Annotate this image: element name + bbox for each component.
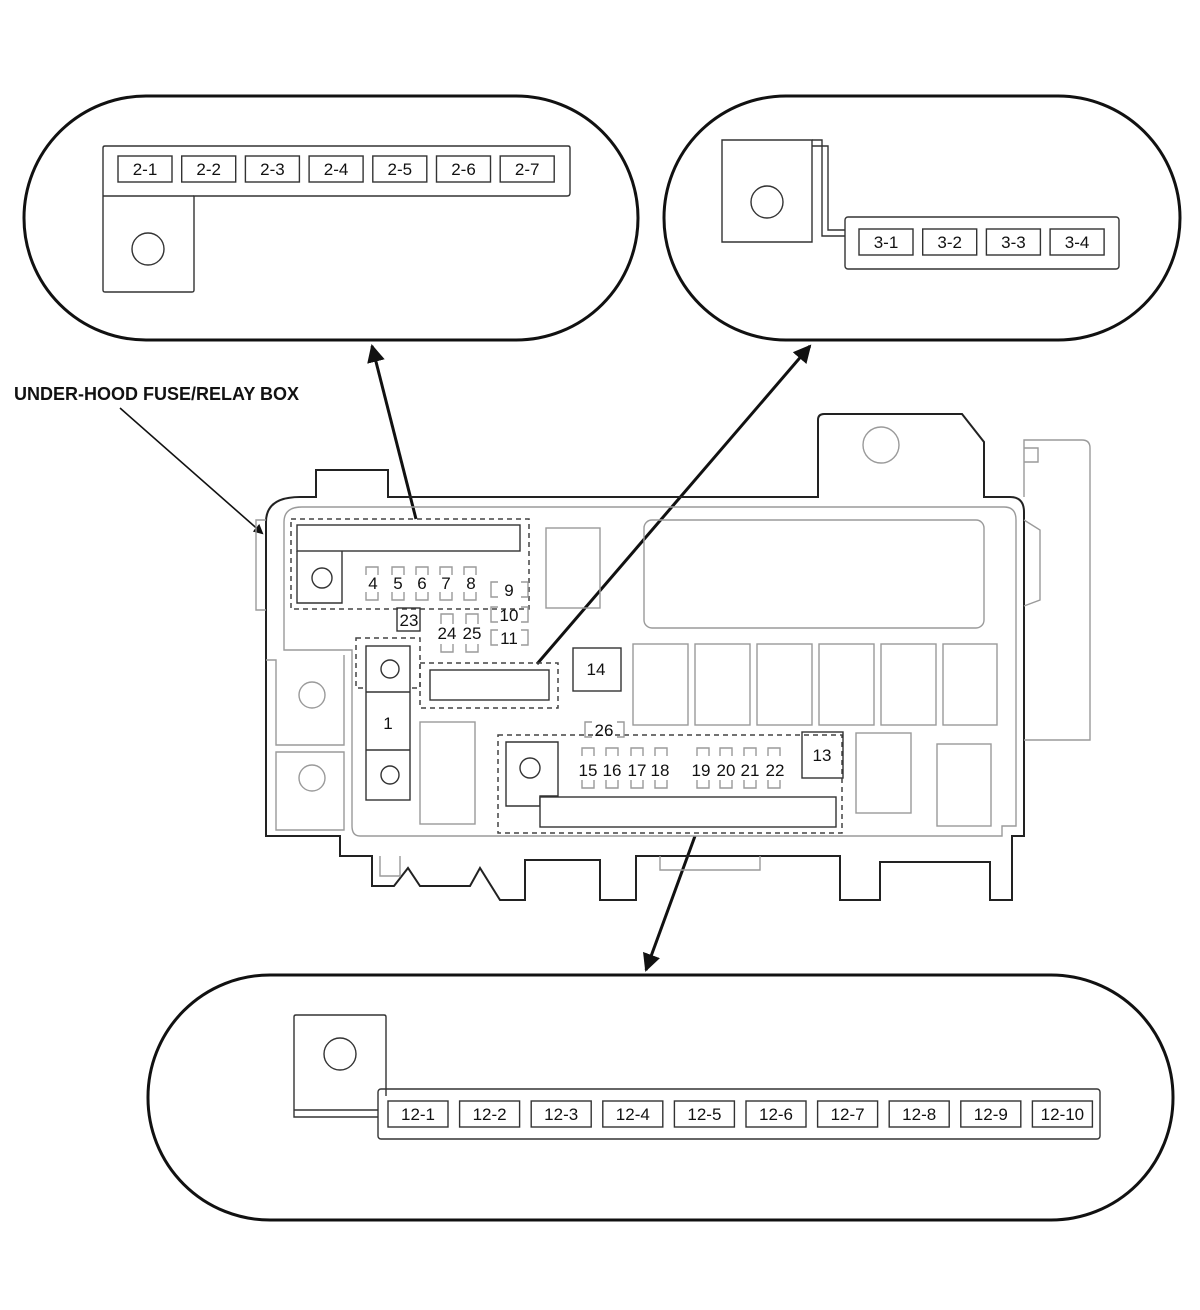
terminal-box-12-4 (602, 1100, 664, 1128)
mounting-bolt-icon (323, 1037, 357, 1071)
terminal-label-2-3: 2-3 (260, 160, 285, 179)
terminal-box-3-4 (1049, 228, 1105, 256)
detail-callout-3: 3-1 3-2 3-3 3-4 (662, 94, 1182, 342)
fuse-16-label: 16 (603, 761, 622, 780)
terminal-label-2-6: 2-6 (451, 160, 476, 179)
terminal-box-2-1 (117, 155, 173, 183)
fuse-20-label: 20 (717, 761, 736, 780)
terminal-box-2-6 (435, 155, 492, 183)
terminal-box-3-1 (858, 228, 914, 256)
terminal-box-12-6 (745, 1100, 807, 1128)
terminal-label-12-2: 12-2 (473, 1105, 507, 1124)
fuse-25-label: 25 (463, 624, 482, 643)
terminal-label-2-1: 2-1 (133, 160, 158, 179)
arrow-to-detail-12 (643, 835, 697, 972)
fuse-10-label: 10 (500, 606, 519, 625)
terminal-label-12-10: 12-10 (1041, 1105, 1084, 1124)
fuse-15-label: 15 (579, 761, 598, 780)
fuse-13-label: 13 (813, 746, 832, 765)
terminal-label-2-5: 2-5 (388, 160, 413, 179)
terminal-label-2-7: 2-7 (515, 160, 540, 179)
fuse-17-label: 17 (628, 761, 647, 780)
fuse-18-label: 18 (651, 761, 670, 780)
detail-callout-12: 12-1 12-2 12-3 12-4 12-5 12-6 12-7 12-8 12-9 12-1… (146, 973, 1175, 1222)
terminal-label-12-1: 12-1 (401, 1105, 435, 1124)
terminal-box-2-4 (308, 155, 364, 183)
terminal-label-3-1: 3-1 (874, 233, 899, 252)
terminal-label-12-5: 12-5 (687, 1105, 721, 1124)
fuse-9-label: 9 (504, 581, 513, 600)
terminal-box-12-9 (960, 1100, 1022, 1128)
mounting-bolt-icon (750, 185, 784, 219)
terminal-label-3-4: 3-4 (1065, 233, 1090, 252)
terminal-label-2-2: 2-2 (196, 160, 221, 179)
fuse-5-label: 5 (393, 574, 402, 593)
diagram-title: UNDER-HOOD FUSE/RELAY BOX (14, 384, 299, 404)
terminal-box-2-5 (372, 155, 428, 183)
fuse-1-label: 1 (383, 714, 392, 733)
fuse-7-label: 7 (441, 574, 450, 593)
fuse-21-label: 21 (741, 761, 760, 780)
fuse-box-housing: 1 4 5 6 7 8 9 10 11 13 14 15 16 17 18 19… (255, 413, 1091, 901)
terminal-label-3-2: 3-2 (937, 233, 962, 252)
terminal-label-12-4: 12-4 (616, 1105, 650, 1124)
terminal-box-12-2 (458, 1100, 521, 1128)
arrow-to-detail-2 (367, 344, 418, 520)
terminal-label-2-4: 2-4 (324, 160, 349, 179)
terminal-box-12-3 (530, 1100, 592, 1128)
title-leader-arrow (119, 407, 264, 535)
fuse-22-label: 22 (766, 761, 785, 780)
terminal-label-12-6: 12-6 (759, 1105, 793, 1124)
terminal-box-2-7 (499, 155, 555, 183)
fuse-8-label: 8 (466, 574, 475, 593)
terminal-box-12-5 (673, 1100, 736, 1128)
fuse-14-label: 14 (587, 660, 606, 679)
fuse-23-label: 23 (400, 611, 419, 630)
terminal-box-3-3 (985, 228, 1042, 256)
fuse-4-label: 4 (368, 574, 377, 593)
fuse-11-label: 11 (500, 629, 518, 648)
terminal-label-12-7: 12-7 (831, 1105, 865, 1124)
terminal-box-2-2 (180, 155, 237, 183)
fuse-24-label: 24 (438, 624, 457, 643)
mounting-bolt-icon (131, 232, 165, 266)
terminal-box-12-8 (888, 1100, 950, 1128)
fuse-26-label: 26 (595, 721, 614, 740)
terminal-label-12-8: 12-8 (902, 1105, 936, 1124)
terminal-box-3-2 (922, 228, 978, 256)
terminal-label-12-3: 12-3 (544, 1105, 578, 1124)
terminal-label-3-3: 3-3 (1001, 233, 1026, 252)
fuse-6-label: 6 (417, 574, 426, 593)
fuse-19-label: 19 (692, 761, 711, 780)
terminal-box-2-3 (244, 155, 301, 183)
arrow-to-detail-3 (535, 344, 812, 665)
terminal-box-12-7 (816, 1100, 879, 1128)
terminal-box-12-1 (387, 1100, 449, 1128)
terminal-label-12-9: 12-9 (974, 1105, 1008, 1124)
detail-callout-2: 2-1 2-2 2-3 2-4 2-5 2-6 2-7 (22, 94, 640, 342)
terminal-box-12-10 (1031, 1100, 1094, 1128)
